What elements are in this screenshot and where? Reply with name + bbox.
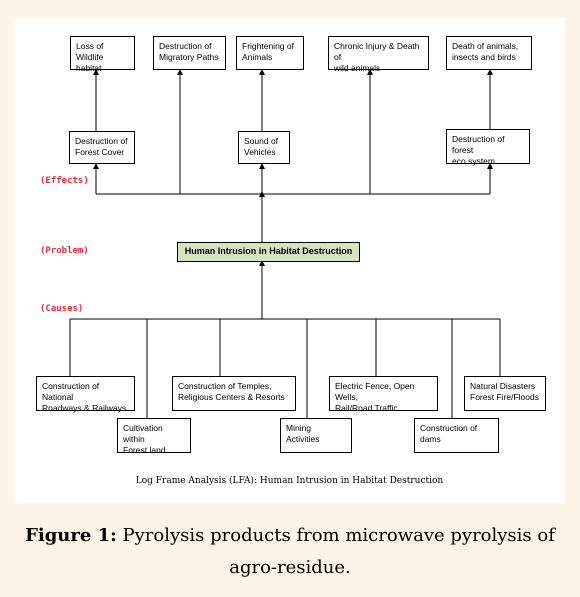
causes-label: (Causes) xyxy=(40,304,84,314)
problem-label: (Problem) xyxy=(40,246,89,256)
figure-caption-label: Figure 1: xyxy=(25,525,117,546)
cause-construction-dams: Construction of dams xyxy=(414,418,499,453)
effect-destruction-forest-cover: Destruction of Forest Cover xyxy=(69,131,135,164)
figure-caption-text: Pyrolysis products from microwave pyroly… xyxy=(122,525,555,578)
cause-temples-religious-resorts: Construction of Temples, Religious Cente… xyxy=(172,376,296,411)
effects-label: (Effects) xyxy=(40,176,89,186)
figure-caption: Figure 1: Pyrolysis products from microw… xyxy=(0,520,580,584)
effect-destruction-forest-ecosystem: Destruction of forest eco system xyxy=(446,129,530,166)
cause-mining-activities: Mining Activities xyxy=(280,418,352,453)
cause-electric-fence-wells-traffic: Electric Fence, Open Wells, Rail/Road Tr… xyxy=(329,376,438,413)
cause-national-roadways-railways: Construction of National Roadways & Rail… xyxy=(36,376,135,413)
cause-natural-disasters: Natural Disasters Forest Fire/Floods xyxy=(464,376,546,411)
effect-sound-of-vehicles: Sound of Vehicles xyxy=(238,131,290,164)
connector-lines xyxy=(69,69,501,418)
effect-loss-wildlife-habitat: Loss of Wildlife habitat xyxy=(70,36,135,73)
diagram-panel: Loss of Wildlife habitat Destruction of … xyxy=(14,18,565,503)
effect-frightening-animals: Frightening of Animals xyxy=(236,36,304,70)
cause-cultivation-forest-land: Cultivation within Forest land xyxy=(117,418,191,455)
effect-destruction-migratory-paths: Destruction of Migratory Paths xyxy=(153,36,226,70)
panel-caption: Log Frame Analysis (LFA): Human Intrusio… xyxy=(135,476,444,486)
problem-box: Human Intrusion in Habitat Destruction xyxy=(177,242,360,262)
effect-chronic-injury-death: Chronic Injury & Death of wild animals xyxy=(328,36,429,73)
effect-death-animals-insects-birds: Death of animals, insects and birds xyxy=(446,36,532,70)
